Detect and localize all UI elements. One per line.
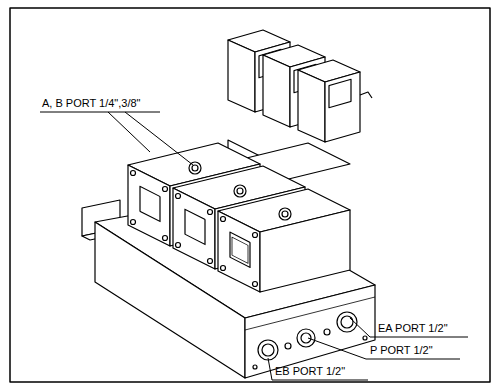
port-label: EA PORT 1/2" [378, 322, 448, 335]
port-label: A, B PORT 1/4",3/8" [42, 97, 141, 110]
port-label: P PORT 1/2" [370, 344, 433, 357]
port-label: EB PORT 1/2" [275, 365, 345, 378]
